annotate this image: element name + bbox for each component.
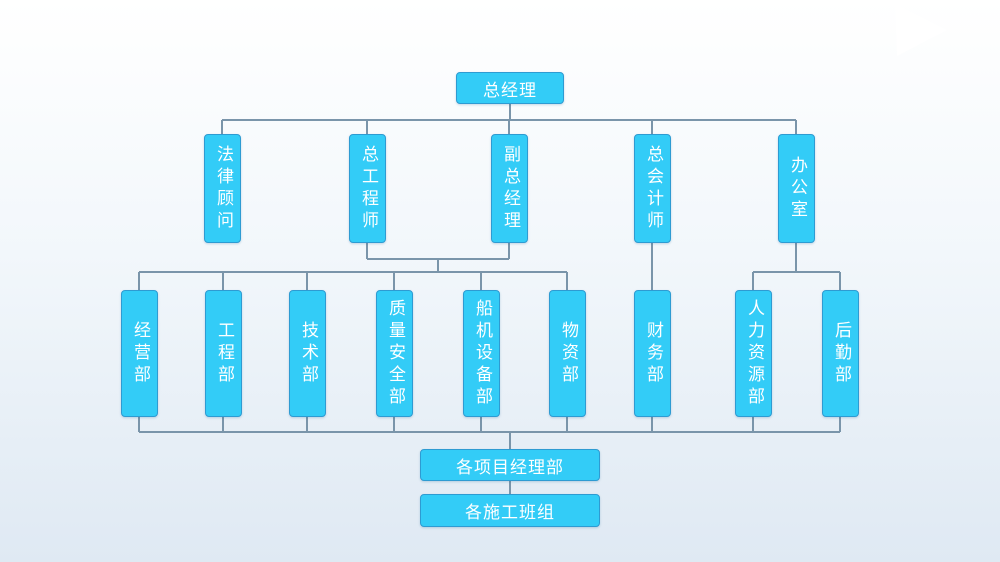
project-dept-box: 各项目经理部 (420, 449, 600, 481)
dept-box-quality-safety: 质量安全部 (376, 290, 413, 417)
level1-box-legal-advisor: 法律顾问 (204, 134, 241, 243)
dept-box-technical: 技术部 (289, 290, 326, 417)
dept-box-ship-equipment: 船机设备部 (463, 290, 500, 417)
root-box-general-manager: 总经理 (456, 72, 564, 104)
dept-box-human-resources: 人力资源部 (735, 290, 772, 417)
level1-box-chief-engineer: 总工程师 (349, 134, 386, 243)
construction-team-box: 各施工班组 (420, 494, 600, 527)
dept-box-finance: 财务部 (634, 290, 671, 417)
level1-box-chief-accountant: 总会计师 (634, 134, 671, 243)
dept-box-materials: 物资部 (549, 290, 586, 417)
dept-box-logistics: 后勤部 (822, 290, 859, 417)
level1-box-office: 办公室 (778, 134, 815, 243)
level1-box-deputy-gm: 副总经理 (491, 134, 528, 243)
dept-box-business: 经营部 (121, 290, 158, 417)
dept-box-engineering: 工程部 (205, 290, 242, 417)
